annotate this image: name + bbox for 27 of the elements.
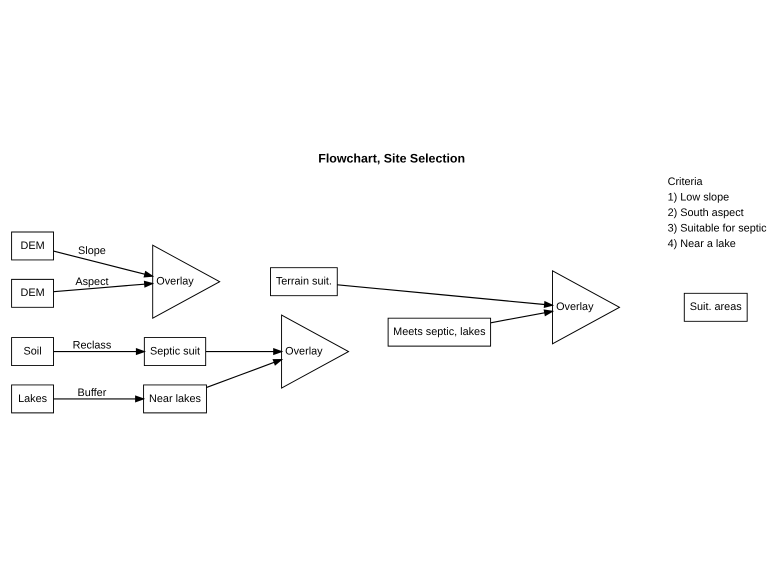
- node-box: Meets septic, lakes: [388, 318, 492, 347]
- arrow: [53, 250, 154, 278]
- arrow: [337, 284, 554, 308]
- node-box: Soil: [11, 337, 54, 366]
- edge-label: Slope: [78, 244, 106, 257]
- label: 3) Suitable for septic: [668, 222, 767, 234]
- node-box: DEM: [11, 232, 54, 260]
- arrow: [53, 280, 154, 292]
- arrow: [490, 309, 554, 324]
- label: 2) South aspect: [668, 206, 744, 219]
- node-box: Septic suit: [144, 337, 206, 366]
- diagram-title: Flowchart, Site Selection: [318, 151, 466, 166]
- node-box: Lakes: [11, 384, 54, 414]
- edge-label: Aspect: [75, 276, 109, 288]
- node-box: Terrain suit.: [270, 267, 338, 296]
- arrow: [206, 348, 284, 356]
- arrow: [54, 348, 146, 356]
- edge-label: Buffer: [78, 386, 106, 399]
- node-box: DEM: [11, 278, 54, 308]
- node-box: Near lakes: [143, 384, 207, 414]
- node-box: Suit. areas: [684, 292, 748, 322]
- label: 1) Low slope: [668, 191, 730, 204]
- edge-label: Reclass: [72, 340, 112, 352]
- arrow: [54, 395, 146, 402]
- label: Criteria: [668, 176, 703, 188]
- label: 4) Near a lake: [668, 238, 736, 250]
- arrow: [206, 358, 284, 388]
